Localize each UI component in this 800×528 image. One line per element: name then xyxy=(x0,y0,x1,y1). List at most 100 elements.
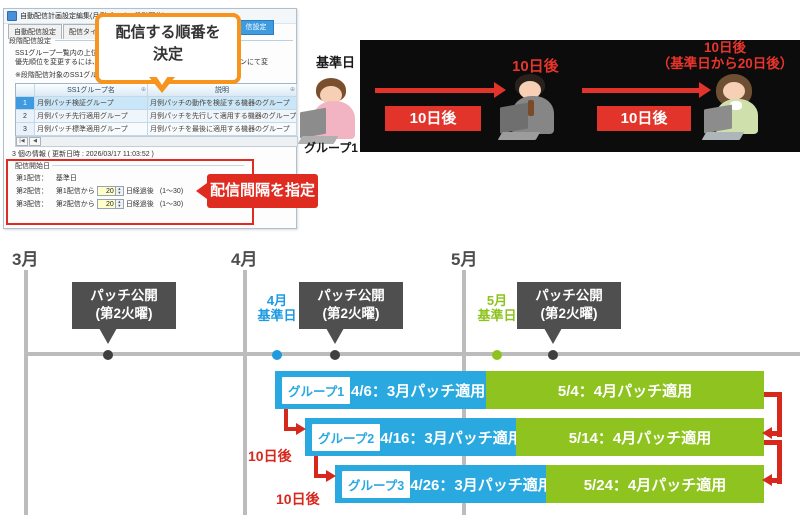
right-connector-1-top xyxy=(764,392,782,397)
group2-green-label: 5/14：4月パッチ適用 xyxy=(568,429,712,447)
desc-line-3: ※段階配信対象のSS1グループは xyxy=(15,72,118,79)
arrow-1 xyxy=(375,82,506,98)
right-connector-2-bottom xyxy=(771,478,782,483)
april-base-date-label: 4月基準日 xyxy=(257,293,297,323)
connector-1-vertical xyxy=(284,409,288,431)
delivery-1-label: 第1配信： xyxy=(16,174,48,182)
april-base-dot xyxy=(272,350,282,360)
connector-2-horizontal xyxy=(314,474,327,478)
group3-green-bar: 5/24：4月パッチ適用 xyxy=(546,465,764,503)
bubble-pointer xyxy=(544,328,562,344)
arrow-2 xyxy=(582,82,711,98)
filter-icon[interactable]: ⊕ xyxy=(289,87,295,93)
delivery-line-3: 第3配信： 第2配信から 20 ▲ ▼ 日経過後 (1～30) xyxy=(16,198,183,209)
row-number: 2 xyxy=(16,110,35,123)
row-group-name: 月例パッチ検証グループ xyxy=(35,97,148,110)
gridline-march xyxy=(24,270,28,515)
header-description[interactable]: 説明⊕ xyxy=(148,84,297,97)
group2-blue-bar: グループ2 4/16：3月パッチ適用 xyxy=(305,418,523,456)
bubble-pointer xyxy=(326,328,344,344)
interval-value[interactable]: 20 xyxy=(96,185,116,196)
may-base-dot xyxy=(492,350,502,360)
spin-up-icon[interactable]: ▲ xyxy=(117,185,122,191)
groupbox-legend: 配信開始日 xyxy=(13,161,52,171)
order-callout-pointer-inner xyxy=(156,76,168,85)
bubble-pointer xyxy=(99,328,117,344)
group3-chip: グループ3 xyxy=(342,470,411,498)
may-patch-dot xyxy=(548,350,558,360)
desc-line-2: 優先順位を変更するには、変更し xyxy=(15,59,120,66)
order-callout-line2: 決定 xyxy=(152,45,183,63)
spin-down-icon[interactable]: ▼ xyxy=(117,202,122,208)
person3-label-line1: 10日後 xyxy=(703,40,747,55)
connector-2-arrowhead-icon xyxy=(326,470,336,482)
interval-callout-pointer xyxy=(196,183,207,199)
person3-label: 10日後 （基準日から20日後） xyxy=(650,40,800,71)
right-connector-2-arrowhead-icon xyxy=(762,474,772,486)
header-group-name[interactable]: SS1グループ名⊕ xyxy=(35,84,148,97)
app-icon xyxy=(7,11,17,21)
group1-green-bar: 5/4：4月パッチ適用 xyxy=(486,371,764,409)
interval-spinner[interactable]: 20 ▲ ▼ xyxy=(96,185,124,196)
delivery-3-range: (1～30) xyxy=(159,200,184,208)
filter-icon[interactable]: ⊕ xyxy=(140,87,146,93)
table-row[interactable]: 1 月例パッチ検証グループ 月例パッチの動作を検証する機器のグループ xyxy=(16,97,297,110)
order-callout: 配信する順番を 決定 xyxy=(95,13,241,84)
april-patch-dot xyxy=(330,350,340,360)
row-description: 月例パッチを先行して適用する機器のグループ xyxy=(148,110,297,123)
right-connector-2-top xyxy=(764,440,782,445)
group1-green-label: 5/4：4月パッチ適用 xyxy=(557,382,693,400)
section-title: 段階配信設定 xyxy=(9,37,51,45)
delivery-line-2: 第2配信： 第1配信から 20 ▲ ▼ 日経過後 (1～30) xyxy=(16,185,183,196)
gridline-april xyxy=(243,270,247,515)
group2-blue-label: 4/16：3月パッチ適用 xyxy=(380,429,523,447)
delivery-3-label: 第3配信： xyxy=(16,200,48,208)
row-description: 月例パッチの動作を検証する機器のグループ xyxy=(148,97,297,110)
person2-label: 10日後 xyxy=(512,58,559,75)
patch-release-bubble: パッチ公開(第2火曜) xyxy=(299,282,403,330)
delivery-3-suffix: 日経過後 xyxy=(125,200,154,208)
horizontal-scrollbar[interactable]: |◀ ◀ xyxy=(15,136,298,147)
delivery-2-label: 第2配信： xyxy=(16,187,48,195)
delivery-3-prefix: 第2配信から xyxy=(55,200,95,208)
desc-line-1: SS1グループ一覧内の上位行より、 xyxy=(15,50,126,57)
person1-top-label: 基準日 xyxy=(316,55,356,70)
arrow-2-label: 10日後 xyxy=(597,106,691,131)
row-group-name: 月例パッチ標準適用グループ xyxy=(35,123,148,136)
table-row[interactable]: 3 月例パッチ標準適用グループ 月例パッチを最後に適用する機器のグループ xyxy=(16,123,297,136)
interval-spinner[interactable]: 20 ▲ ▼ xyxy=(96,198,124,209)
delivery-2-suffix: 日経過後 xyxy=(125,187,154,195)
connector-1-arrowhead-icon xyxy=(296,423,306,435)
person1-bottom-label: グループ1 xyxy=(304,141,358,155)
row-group-name: 月例パッチ先行適用グループ xyxy=(35,110,148,123)
spinner-buttons[interactable]: ▲ ▼ xyxy=(115,198,124,209)
delivery-2-range: (1～30) xyxy=(159,187,184,195)
delivery-1-value: 基準日 xyxy=(55,174,77,182)
row-number: 3 xyxy=(16,123,35,136)
scroll-first-button[interactable]: |◀ xyxy=(16,137,28,146)
person-group2-icon xyxy=(497,74,568,146)
group1-blue-bar: グループ1 4/6：3月パッチ適用 xyxy=(275,371,486,409)
spin-up-icon[interactable]: ▲ xyxy=(117,198,122,204)
person-group3-icon xyxy=(701,74,770,146)
interval-value[interactable]: 20 xyxy=(96,198,116,209)
right-connector-1-vertical xyxy=(777,392,782,437)
timeline-axis xyxy=(24,352,800,356)
tab-staged-delivery-active[interactable]: 信設定 xyxy=(238,20,274,35)
scroll-prev-button[interactable]: ◀ xyxy=(29,137,41,146)
group2-green-bar: 5/14：4月パッチ適用 xyxy=(516,418,764,456)
order-callout-pointer xyxy=(149,77,175,93)
table-row[interactable]: 2 月例パッチ先行適用グループ 月例パッチを先行して適用する機器のグループ xyxy=(16,110,297,123)
tab-auto-delivery[interactable]: 自動配信設定 xyxy=(8,24,62,39)
right-connector-1-bottom xyxy=(771,431,782,436)
group1-chip: グループ1 xyxy=(282,376,351,404)
delivery-line-1: 第1配信： 基準日 xyxy=(16,172,77,183)
delivery-2-prefix: 第1配信から xyxy=(55,187,95,195)
interval-label-1: 10日後 xyxy=(248,448,292,464)
patch-release-bubble: パッチ公開(第2火曜) xyxy=(72,282,176,330)
groupbox-rule xyxy=(52,165,244,166)
spin-down-icon[interactable]: ▼ xyxy=(117,189,122,195)
spinner-buttons[interactable]: ▲ ▼ xyxy=(115,185,124,196)
desc-line-2-right: ボタンにて変 xyxy=(226,59,268,66)
